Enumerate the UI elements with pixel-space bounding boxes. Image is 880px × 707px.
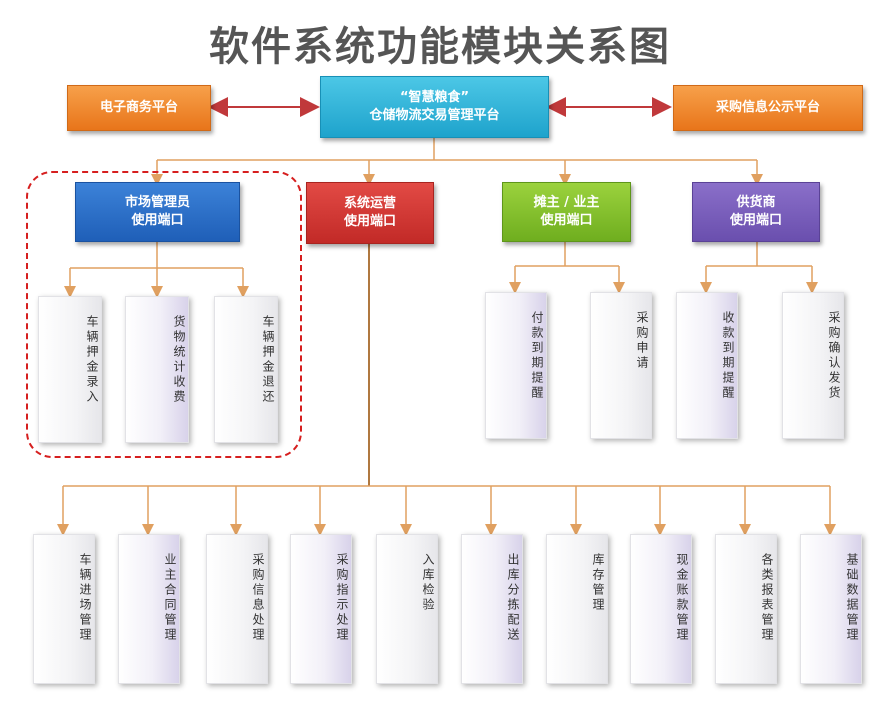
port-label-line1: 系统运营 <box>343 196 396 211</box>
module-card-receipt-reminder[interactable]: 收款到期提醒 <box>676 292 738 439</box>
module-card-vehicle-entry[interactable]: 车辆进场管理 <box>33 534 95 684</box>
port-supplier[interactable]: 供货商 使用端口 <box>692 182 820 242</box>
module-card-deposit-entry[interactable]: 车辆押金录入 <box>38 296 102 443</box>
procurement-platform-box[interactable]: 采购信息公示平台 <box>673 85 863 131</box>
module-card-fee-stats[interactable]: 货物统计收费 <box>125 296 189 443</box>
module-card-procurement-order[interactable]: 采购指示处理 <box>290 534 352 684</box>
ecommerce-platform-box[interactable]: 电子商务平台 <box>67 85 211 131</box>
module-card-payment-reminder[interactable]: 付款到期提醒 <box>485 292 547 439</box>
module-card-inbound-inspection[interactable]: 入库检验 <box>376 534 438 684</box>
port-label-line2: 使用端口 <box>343 214 396 229</box>
module-card-owner-contract[interactable]: 业主合同管理 <box>118 534 180 684</box>
module-label: 货物统计收费 <box>172 315 186 405</box>
port-market-admin[interactable]: 市场管理员 使用端口 <box>75 182 240 242</box>
module-label: 采购确认发货 <box>827 311 841 401</box>
module-card-procurement-info[interactable]: 采购信息处理 <box>206 534 268 684</box>
port-vendor-owner[interactable]: 摊主 / 业主 使用端口 <box>502 182 631 242</box>
port-label-line2: 使用端口 <box>540 213 593 228</box>
port-label-line2: 使用端口 <box>131 213 184 228</box>
core-platform-line1: “智慧粮食” <box>399 90 470 105</box>
port-label-line1: 摊主 / 业主 <box>533 195 600 210</box>
module-label: 基础数据管理 <box>845 553 859 643</box>
module-label: 业主合同管理 <box>163 553 177 643</box>
module-label: 现金账款管理 <box>675 553 689 643</box>
market-admin-group-outline <box>26 171 302 458</box>
procurement-platform-label: 采购信息公示平台 <box>715 100 820 115</box>
module-card-inventory[interactable]: 库存管理 <box>546 534 608 684</box>
module-label: 采购指示处理 <box>335 553 349 643</box>
core-platform-line2: 仓储物流交易管理平台 <box>369 108 500 123</box>
module-label: 各类报表管理 <box>760 553 774 643</box>
module-card-base-data[interactable]: 基础数据管理 <box>800 534 862 684</box>
module-label: 采购信息处理 <box>251 553 265 643</box>
port-label-line1: 市场管理员 <box>124 195 190 210</box>
module-card-confirm-shipment[interactable]: 采购确认发货 <box>782 292 844 439</box>
module-label: 车辆进场管理 <box>78 553 92 643</box>
module-label: 库存管理 <box>591 553 605 613</box>
module-label: 采购申请 <box>635 311 649 371</box>
module-label: 出库分拣配送 <box>506 553 520 643</box>
module-label: 付款到期提醒 <box>530 311 544 401</box>
port-label-line1: 供货商 <box>736 195 776 210</box>
ecommerce-platform-label: 电子商务平台 <box>99 100 178 115</box>
core-platform-box[interactable]: “智慧粮食” 仓储物流交易管理平台 <box>320 76 549 138</box>
module-label: 入库检验 <box>421 553 435 613</box>
module-card-deposit-refund[interactable]: 车辆押金退还 <box>214 296 278 443</box>
port-label-line2: 使用端口 <box>729 213 782 228</box>
port-system-ops[interactable]: 系统运营 使用端口 <box>306 182 434 244</box>
module-label: 车辆押金退还 <box>261 315 275 405</box>
module-card-purchase-request[interactable]: 采购申请 <box>590 292 652 439</box>
module-card-cash-accounts[interactable]: 现金账款管理 <box>630 534 692 684</box>
diagram-title: 软件系统功能模块关系图 <box>209 24 671 70</box>
module-label: 车辆押金录入 <box>85 315 99 405</box>
module-card-outbound-dispatch[interactable]: 出库分拣配送 <box>461 534 523 684</box>
module-card-reports[interactable]: 各类报表管理 <box>715 534 777 684</box>
module-label: 收款到期提醒 <box>721 311 735 401</box>
